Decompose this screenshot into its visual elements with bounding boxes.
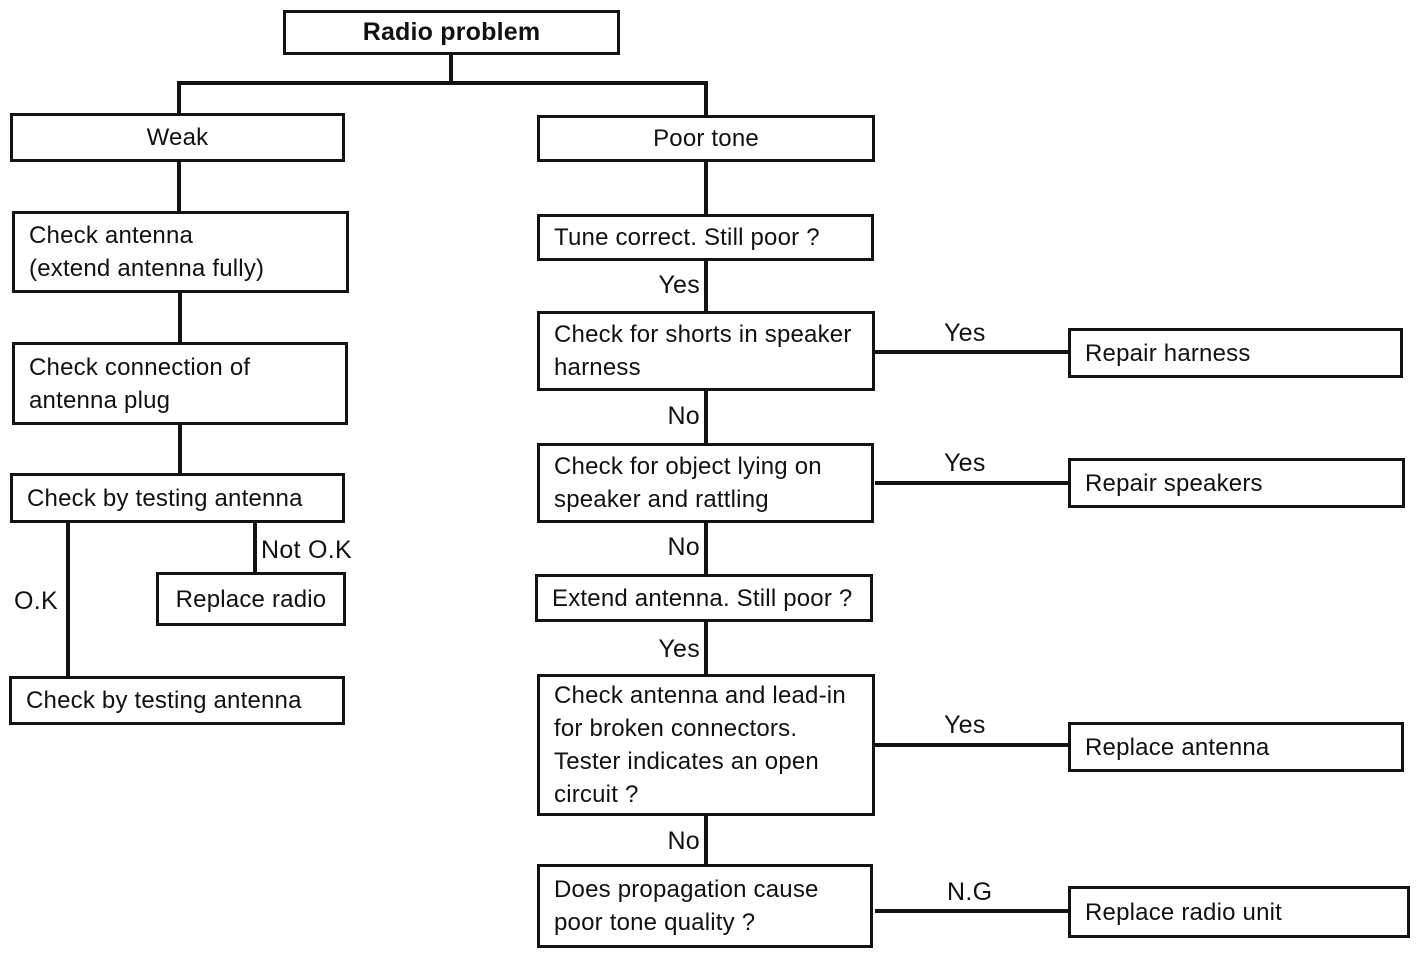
connector-extend-leadin bbox=[704, 622, 708, 674]
edge-label-ok: O.K bbox=[14, 587, 58, 615]
connector-root-drop bbox=[449, 55, 453, 85]
node-repair-speakers: Repair speakers bbox=[1068, 458, 1405, 508]
node-tune-correct: Tune correct. Still poor ? bbox=[537, 214, 874, 261]
connector-poortone-tune bbox=[704, 162, 708, 214]
connector-weak-drop bbox=[177, 81, 181, 113]
connector-poortone-drop bbox=[704, 81, 708, 115]
node-check-connection-label: Check connection of antenna plug bbox=[29, 353, 251, 414]
connector-leadin-propagation bbox=[704, 816, 708, 864]
node-replace-antenna-label: Replace antenna bbox=[1085, 733, 1270, 761]
connector-propagation-radiounit bbox=[875, 909, 1068, 913]
connector-branch-bar bbox=[177, 81, 708, 85]
node-extend-antenna: Extend antenna. Still poor ? bbox=[535, 574, 873, 622]
edge-label-yes-1: Yes bbox=[658, 271, 700, 299]
node-repair-harness-label: Repair harness bbox=[1085, 339, 1251, 367]
node-check-object-label: Check for object lying on speaker and ra… bbox=[554, 453, 822, 513]
node-weak-label: Weak bbox=[146, 124, 209, 151]
node-check-connection: Check connection of antenna plug bbox=[12, 342, 348, 425]
edge-label-ng: N.G bbox=[947, 878, 993, 906]
node-check-object: Check for object lying on speaker and ra… bbox=[537, 443, 874, 523]
node-check-by-testing-antenna-2-label: Check by testing antenna bbox=[26, 687, 302, 714]
edge-label-yes-harness: Yes bbox=[944, 319, 986, 347]
node-replace-radio-unit: Replace radio unit bbox=[1068, 886, 1410, 938]
node-repair-harness: Repair harness bbox=[1068, 328, 1403, 378]
connector-notok-path bbox=[253, 521, 257, 572]
node-weak: Weak bbox=[10, 113, 345, 162]
node-check-by-testing-antenna-2: Check by testing antenna bbox=[9, 676, 345, 725]
node-check-antenna: Check antenna (extend antenna fully) bbox=[12, 211, 349, 293]
node-does-propagation: Does propagation cause poor tone quality… bbox=[537, 864, 873, 948]
edge-label-no-3: No bbox=[667, 827, 700, 855]
node-check-shorts-label: Check for shorts in speaker harness bbox=[554, 321, 852, 381]
node-check-lead-in: Check antenna and lead-in for broken con… bbox=[537, 674, 875, 816]
connector-shorts-harness bbox=[875, 350, 1068, 354]
node-repair-speakers-label: Repair speakers bbox=[1085, 469, 1263, 497]
node-replace-radio: Replace radio bbox=[156, 572, 346, 626]
node-poor-tone: Poor tone bbox=[537, 115, 875, 162]
connector-ok-path bbox=[66, 521, 70, 676]
connector-leadin-antenna bbox=[875, 743, 1068, 747]
edge-label-yes-antenna: Yes bbox=[944, 711, 986, 739]
edge-label-yes-speakers: Yes bbox=[944, 449, 986, 477]
edge-label-yes-2: Yes bbox=[658, 635, 700, 663]
node-replace-radio-label: Replace radio bbox=[175, 585, 327, 613]
edge-label-no-1: No bbox=[667, 402, 700, 430]
node-does-propagation-label: Does propagation cause poor tone quality… bbox=[554, 876, 819, 936]
connector-object-extend bbox=[704, 523, 708, 574]
node-check-lead-in-label: Check antenna and lead-in for broken con… bbox=[554, 682, 846, 808]
connector-weak-checkantenna bbox=[177, 161, 181, 211]
node-check-shorts: Check for shorts in speaker harness bbox=[537, 311, 875, 391]
node-check-antenna-label: Check antenna (extend antenna fully) bbox=[29, 222, 265, 282]
connector-connection-testing bbox=[178, 425, 182, 473]
edge-label-no-2: No bbox=[667, 533, 700, 561]
edge-label-not-ok: Not O.K bbox=[261, 536, 353, 564]
node-radio-problem: Radio problem bbox=[283, 10, 620, 55]
connector-shorts-object bbox=[704, 391, 708, 443]
connector-tune-shorts bbox=[704, 261, 708, 311]
node-replace-antenna: Replace antenna bbox=[1068, 722, 1404, 772]
connector-checkantenna-connection bbox=[178, 293, 182, 342]
node-poor-tone-label: Poor tone bbox=[653, 125, 759, 152]
node-radio-problem-label: Radio problem bbox=[362, 18, 541, 46]
node-replace-radio-unit-label: Replace radio unit bbox=[1085, 898, 1283, 926]
node-tune-correct-label: Tune correct. Still poor ? bbox=[554, 224, 820, 251]
node-extend-antenna-label: Extend antenna. Still poor ? bbox=[552, 584, 853, 612]
connector-object-speakers bbox=[875, 481, 1068, 485]
node-check-by-testing-antenna-1-label: Check by testing antenna bbox=[27, 484, 303, 512]
node-check-by-testing-antenna-1: Check by testing antenna bbox=[10, 473, 345, 523]
